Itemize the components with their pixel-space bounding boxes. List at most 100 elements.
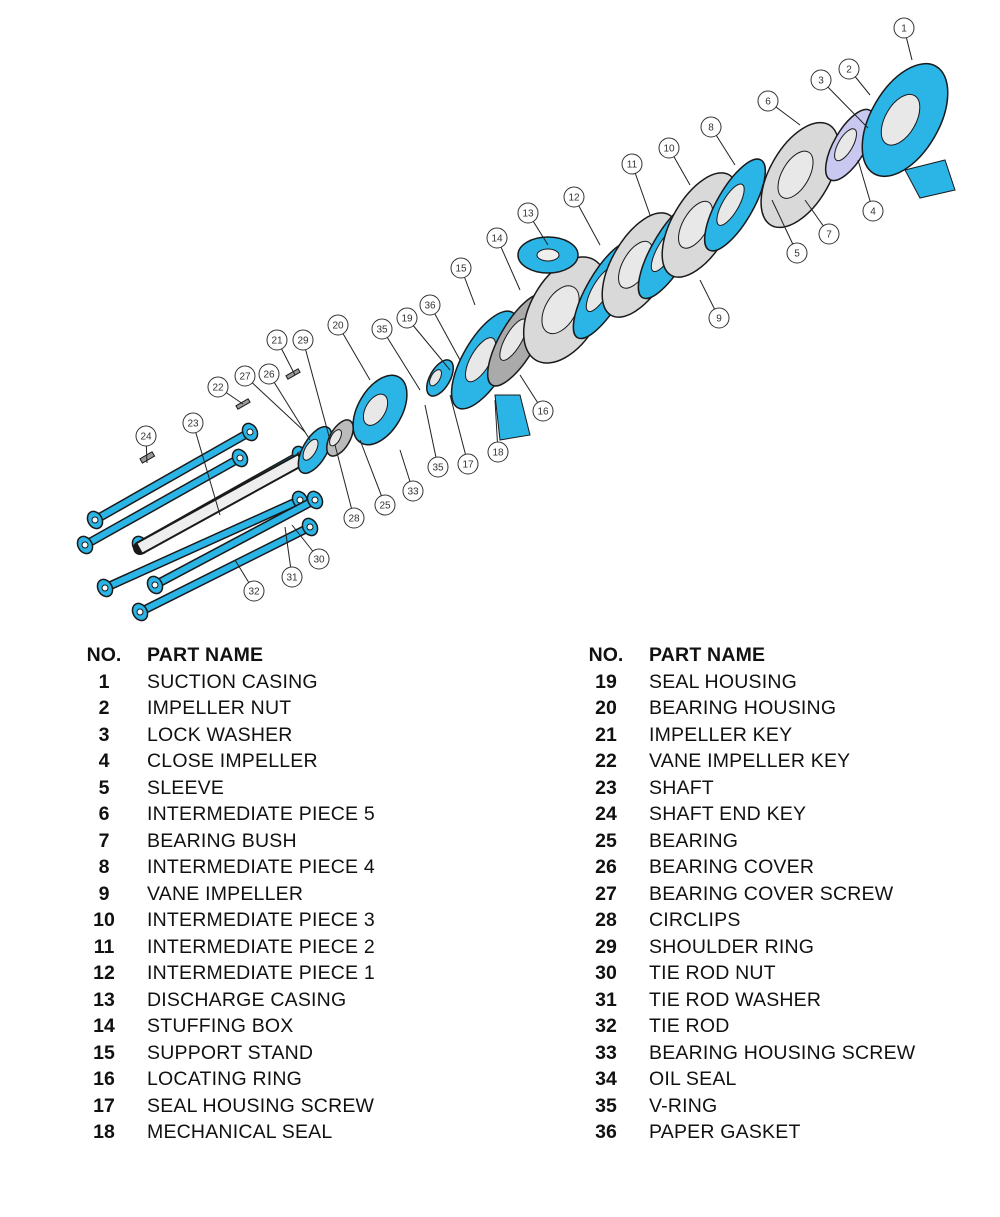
- part-name: BEARING BUSH: [147, 829, 297, 852]
- callout-28: 28: [343, 507, 365, 529]
- callout-label: 15: [455, 264, 467, 275]
- callout-label: 35: [376, 325, 388, 336]
- callout-5: 5: [786, 242, 808, 264]
- callout-16: 16: [532, 400, 554, 422]
- callout-circle: [862, 200, 884, 222]
- leader-line: [334, 444, 355, 519]
- callout-23: 23: [182, 412, 204, 434]
- part-number: 14: [93, 1015, 115, 1037]
- part-number: 6: [98, 803, 110, 825]
- part-number: 15: [93, 1041, 115, 1064]
- callout-2: 2: [838, 58, 860, 80]
- callout-label: 2: [846, 65, 852, 76]
- header-part-name: PART NAME: [147, 644, 264, 666]
- callout-14: 14: [486, 227, 508, 249]
- callout-circle: [266, 329, 288, 351]
- leader-line: [381, 328, 421, 391]
- part-name: CIRCLIPS: [649, 909, 741, 931]
- part-number: 12: [93, 962, 115, 984]
- callout-12: 12: [563, 186, 585, 208]
- discharge-port: [536, 248, 560, 262]
- callout-25: 25: [374, 494, 396, 516]
- callout-label: 4: [870, 207, 876, 218]
- callout-label: 26: [263, 370, 275, 381]
- part-name: INTERMEDIATE PIECE 5: [147, 803, 375, 825]
- part-number: 9: [98, 882, 110, 905]
- callout-label: 10: [663, 144, 675, 155]
- suction-casing-foot: [904, 159, 956, 199]
- tie-rod: [93, 429, 252, 523]
- part-number: 22: [595, 750, 617, 772]
- callout-circle: [243, 580, 265, 602]
- callout-6: 6: [757, 90, 779, 112]
- part-name: V-RING: [649, 1094, 718, 1117]
- callout-13: 13: [517, 202, 539, 224]
- callout-label: 17: [462, 460, 474, 471]
- tie-rod: [103, 497, 302, 591]
- callout-label: 30: [313, 555, 325, 566]
- callout-circle: [281, 566, 303, 588]
- pump-disc-bore: [362, 393, 389, 426]
- part-name: INTERMEDIATE PIECE 3: [147, 909, 375, 931]
- part-number: 13: [93, 988, 115, 1011]
- callout-circle: [308, 548, 330, 570]
- pump-disc-bore: [429, 369, 442, 387]
- callout-circle: [818, 223, 840, 245]
- part-number: 32: [595, 1015, 617, 1037]
- shaft: [137, 455, 303, 553]
- callout-18: 18: [487, 441, 509, 463]
- callout-7: 7: [818, 223, 840, 245]
- callout-circle: [396, 307, 418, 329]
- callout-30: 30: [308, 548, 330, 570]
- part-name: SHOULDER RING: [649, 935, 815, 958]
- part-number: 19: [595, 670, 617, 693]
- part-number: 36: [595, 1121, 617, 1143]
- callout-33: 33: [402, 480, 424, 502]
- callout-circle: [517, 202, 539, 224]
- tie-rod: [138, 524, 312, 615]
- header-no: NO.: [86, 644, 122, 666]
- callout-10: 10: [658, 137, 680, 159]
- part-name: IMPELLER KEY: [649, 723, 793, 746]
- callout-circle: [135, 425, 157, 447]
- part-number: 31: [595, 988, 617, 1011]
- part-name: BEARING COVER SCREW: [649, 882, 894, 905]
- part-name: LOCK WASHER: [147, 723, 293, 746]
- part-name: INTERMEDIATE PIECE 2: [147, 935, 375, 958]
- callout-circle: [893, 17, 915, 39]
- callout-label: 18: [492, 448, 504, 459]
- part-number: 4: [98, 750, 110, 772]
- header-part-name: PART NAME: [649, 644, 766, 666]
- leader-line: [337, 324, 371, 381]
- part-number: 5: [98, 776, 110, 799]
- part-name: VANE IMPELLER: [147, 882, 304, 905]
- callout-3: 3: [810, 69, 832, 91]
- callout-label: 7: [826, 230, 832, 241]
- part-number: 29: [595, 935, 617, 958]
- part-number: 8: [98, 856, 110, 878]
- tie-rod-nut-hole: [306, 523, 314, 531]
- part-name: SUPPORT STAND: [147, 1041, 314, 1064]
- callout-label: 27: [239, 372, 251, 383]
- callout-circle: [658, 137, 680, 159]
- pump-disc-bore: [880, 93, 921, 146]
- part-name: TIE ROD WASHER: [649, 988, 822, 1011]
- callout-label: 9: [716, 314, 722, 325]
- part-name: INTERMEDIATE PIECE 4: [147, 856, 375, 878]
- leader-line: [302, 339, 331, 441]
- callout-label: 24: [140, 432, 152, 443]
- part-name: BEARING HOUSING: [649, 697, 837, 719]
- pump-disc-bore: [834, 128, 857, 162]
- callout-label: 19: [401, 314, 413, 325]
- leader-line: [359, 439, 386, 506]
- leader-lines: [145, 27, 913, 592]
- part-number: 11: [93, 935, 115, 958]
- callout-circle: [563, 186, 585, 208]
- callout-circle: [292, 329, 314, 351]
- callout-circle: [258, 363, 280, 385]
- leader-line: [820, 79, 869, 129]
- part-name: SHAFT END KEY: [649, 803, 807, 825]
- part-number: 30: [595, 962, 617, 984]
- part-number: 25: [595, 829, 617, 852]
- part-number: 35: [595, 1094, 617, 1117]
